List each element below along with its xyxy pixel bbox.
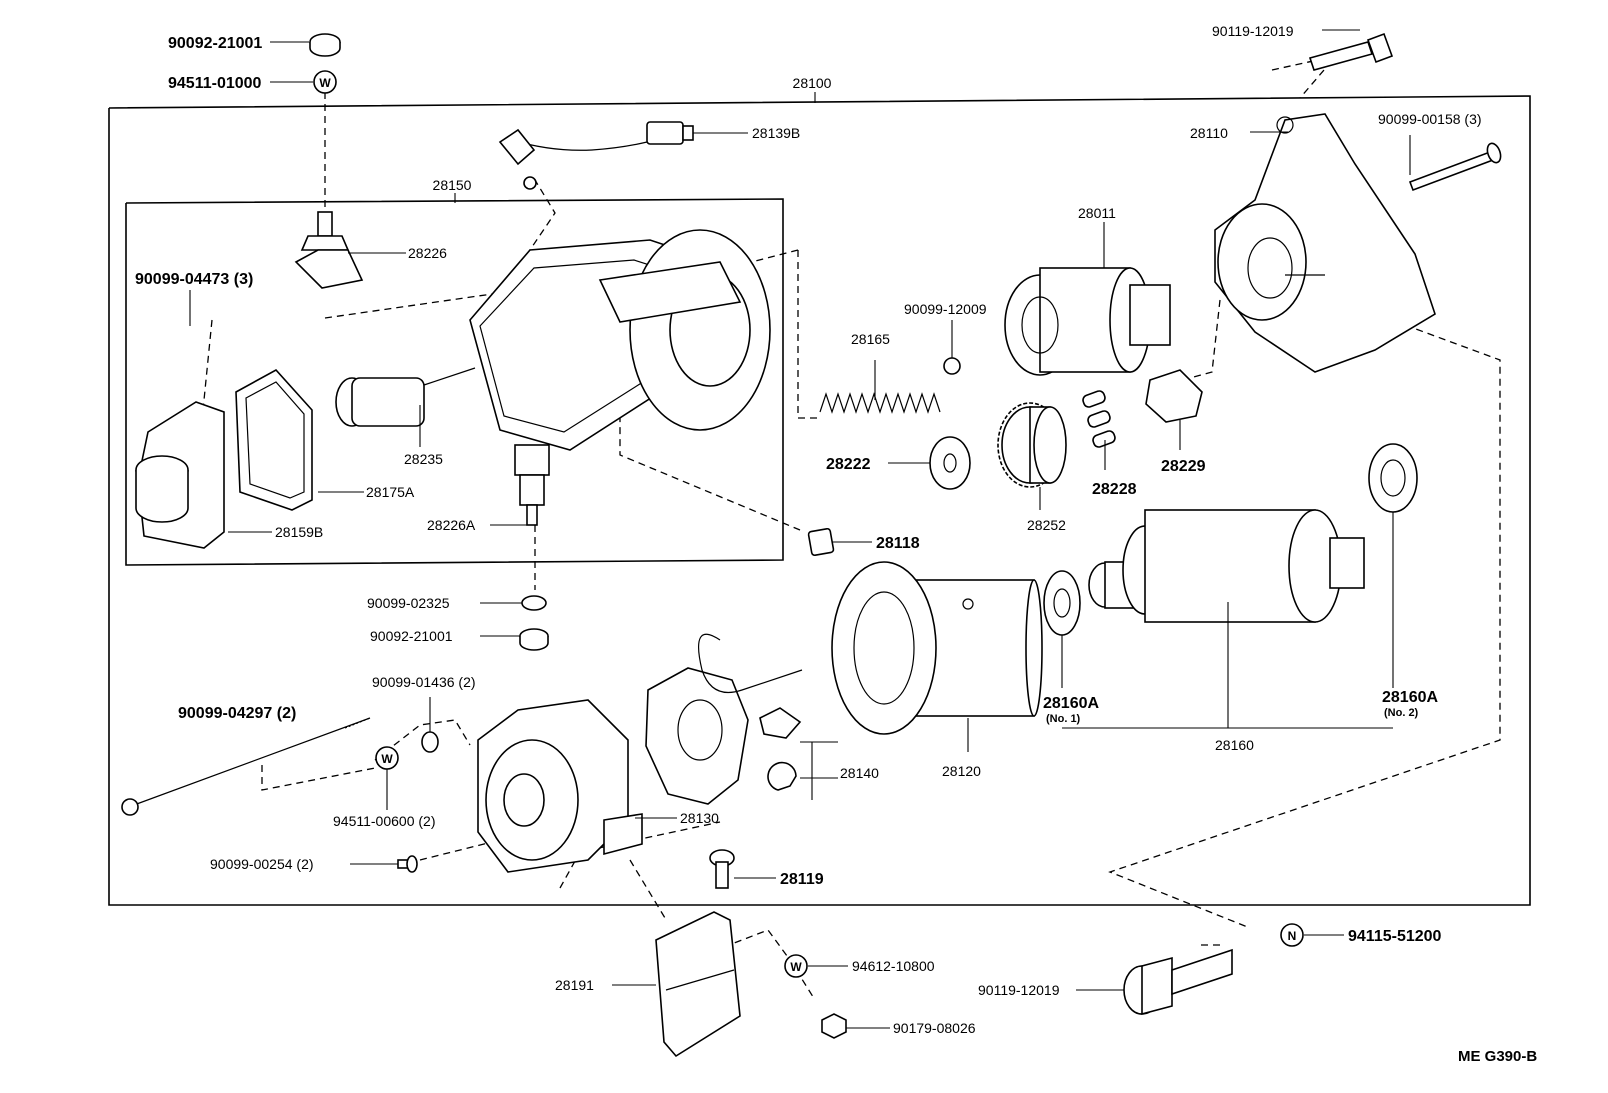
label-28175a: 28175A [366,484,415,500]
nut-top [309,33,341,57]
label-28228: 28228 [1092,481,1137,498]
label-94612-10800: 94612-10800 [852,958,935,974]
starter-housing [1214,113,1436,373]
label-28110: 28110 [1190,125,1228,141]
label-28235: 28235 [404,451,443,467]
bearing-no2 [1368,443,1418,513]
gasket-inner [245,381,305,499]
bolt-90099-00158 [1408,142,1502,192]
label-90119-12019-bottom: 90119-12019 [978,982,1060,998]
label-90179-08026: 90179-08026 [893,1020,976,1036]
label-28226a: 28226A [427,517,476,533]
steel-ball [943,357,961,375]
washer-symbol: W [381,752,393,766]
label-28160a-no1-note: (No. 1) [1046,713,1081,725]
yoke [831,561,1043,735]
terminal-28226a [514,444,550,526]
label-28139b: 28139B [752,125,800,141]
label-28222: 28222 [826,456,871,473]
label-28130: 28130 [680,810,719,826]
part-labels: 90092-21001 94511-01000 28139B 28226 900… [135,23,1482,1036]
label-28160: 28160 [1215,737,1254,753]
brush-holder [645,633,803,805]
label-28118: 28118 [876,535,920,552]
gasket [235,368,313,511]
commutator-end-frame [477,699,643,873]
label-90099-00254: 90099-00254 (2) [210,856,314,872]
label-28226: 28226 [408,245,447,261]
starter-clutch [1004,267,1171,376]
washer-w-10800: W [784,954,808,978]
label-90099-04297: 90099-04297 (2) [178,705,296,722]
magnetic-switch-housing [469,229,771,451]
label-28160a-no2: 28160A [1382,689,1438,706]
washer-01436 [421,731,439,753]
label-94115-51200: 94115-51200 [1348,928,1442,945]
screw-00254 [397,855,418,873]
roller-retainer [1145,369,1203,423]
label-90099-02325: 90099-02325 [367,595,450,611]
assembly-frame [108,95,1531,906]
label-28191: 28191 [555,977,594,993]
screw-28119 [709,849,735,889]
plunger [335,367,476,427]
brush-springs [759,707,802,791]
washer-w-top: W [313,70,337,94]
label-28229: 28229 [1161,458,1206,475]
through-bolt [121,717,371,816]
figure-code: ME G390-B [1458,1048,1537,1065]
assembly-number: 28100 [793,75,832,91]
label-28160a-no1: 28160A [1043,695,1099,712]
label-90119-12019-top: 90119-12019 [1212,23,1294,39]
label-28119: 28119 [780,871,824,888]
washer-symbol: W [319,76,331,90]
leader-lines [189,29,1411,1029]
washer-28222 [929,436,971,490]
label-28011: 28011 [1078,205,1116,221]
label-28159b: 28159B [275,524,323,540]
bracket [655,911,741,1058]
label-28252: 28252 [1027,517,1066,533]
sub-assembly-frame [125,198,784,566]
nut-middle [519,628,549,651]
label-90099-12009: 90099-12009 [904,301,987,317]
label-90092-21001-top: 90092-21001 [168,35,262,52]
label-28140: 28140 [840,765,879,781]
label-90099-00158: 90099-00158 (3) [1378,111,1482,127]
terminal-bolt [294,211,364,289]
armature [1088,509,1365,623]
lead-wire [498,121,694,190]
bearing-no1 [1043,570,1081,636]
label-28120: 28120 [942,763,981,779]
label-94511-01000: 94511-01000 [168,75,262,92]
idler-gear [997,402,1067,488]
nut-symbol: N [1288,929,1297,943]
label-94511-00600: 94511-00600 (2) [333,813,435,829]
label-28160a-no2-note: (No. 2) [1384,707,1419,719]
label-90092-21001-mid: 90092-21001 [370,628,453,644]
end-cover [135,401,225,549]
washer-02325 [521,595,547,611]
washer-w-00600: W [375,746,399,770]
label-90099-01436: 90099-01436 (2) [372,674,476,690]
spring [819,392,941,414]
bushing-28118 [807,527,835,557]
label-28165: 28165 [851,331,890,347]
label-90099-04473: 90099-04473 (3) [135,271,253,288]
washer-symbol: W [790,960,802,974]
bolt-90119-12019-top [1308,32,1394,71]
bolt-90119-12019-bottom [1123,948,1233,1016]
rollers [1082,390,1116,448]
sub-assembly-number: 28150 [433,177,472,193]
nut-n-51200: N [1280,923,1304,947]
nut-08026 [821,1013,847,1039]
